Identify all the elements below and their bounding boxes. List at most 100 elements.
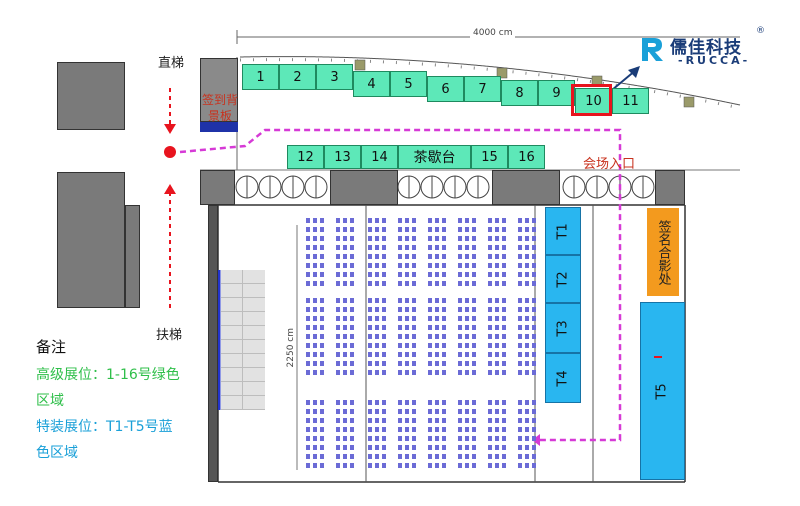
booth-12[interactable]: 12 <box>287 145 324 169</box>
seat <box>472 463 476 468</box>
booth-7[interactable]: 7 <box>464 76 501 102</box>
seat <box>435 245 439 250</box>
seat <box>442 436 446 441</box>
seat <box>502 361 506 366</box>
seat <box>343 236 347 241</box>
special-booth-t3[interactable]: T3 <box>545 303 581 353</box>
seat <box>368 370 372 375</box>
rucca-logo-icon <box>642 38 663 61</box>
booth-2[interactable]: 2 <box>279 64 316 90</box>
seat <box>502 370 506 375</box>
seat <box>350 218 354 223</box>
seat <box>313 307 317 312</box>
seat <box>375 427 379 432</box>
seat <box>313 454 317 459</box>
seat <box>368 409 372 414</box>
booth-14[interactable]: 14 <box>361 145 398 169</box>
booth-16[interactable]: 16 <box>508 145 545 169</box>
seat <box>306 325 310 330</box>
seat <box>532 307 536 312</box>
seat <box>465 307 469 312</box>
seat <box>442 400 446 405</box>
seat <box>518 436 522 441</box>
special-booth-t2[interactable]: T2 <box>545 255 581 303</box>
seat <box>375 307 379 312</box>
seat <box>472 236 476 241</box>
seat <box>405 218 409 223</box>
seat <box>398 463 402 468</box>
booth-5[interactable]: 5 <box>390 71 427 97</box>
seat <box>532 316 536 321</box>
booth-10[interactable]: 10 <box>575 88 612 114</box>
seat <box>405 343 409 348</box>
seat <box>405 427 409 432</box>
booth-8[interactable]: 8 <box>501 80 538 106</box>
booth-15[interactable]: 15 <box>471 145 508 169</box>
seat <box>442 316 446 321</box>
seat <box>336 227 340 232</box>
seat <box>398 334 402 339</box>
seat <box>518 227 522 232</box>
seat <box>495 298 499 303</box>
top-dimension-label: 4000 cm <box>470 28 516 38</box>
seat <box>435 334 439 339</box>
booth-6[interactable]: 6 <box>427 76 464 102</box>
seat <box>488 352 492 357</box>
seat <box>502 298 506 303</box>
seat <box>382 454 386 459</box>
seat <box>442 227 446 232</box>
seat <box>320 272 324 277</box>
sign-board-wall <box>200 58 238 122</box>
seat <box>428 445 432 450</box>
special-booth-t1[interactable]: T1 <box>545 207 581 255</box>
booth-11[interactable]: 11 <box>612 88 649 114</box>
special-booth-t4[interactable]: T4 <box>545 353 581 403</box>
seat <box>458 298 462 303</box>
booth-13[interactable]: 13 <box>324 145 361 169</box>
seat <box>428 307 432 312</box>
seat <box>412 281 416 286</box>
seat <box>532 400 536 405</box>
seat <box>518 236 522 241</box>
seat <box>518 343 522 348</box>
seat <box>405 298 409 303</box>
seat <box>336 236 340 241</box>
seat <box>412 352 416 357</box>
seat <box>435 445 439 450</box>
seat <box>320 409 324 414</box>
seat <box>525 409 529 414</box>
seat <box>398 418 402 423</box>
tea-break-counter[interactable]: 茶歇台 <box>398 145 471 169</box>
pillar <box>492 170 560 205</box>
seat <box>375 236 379 241</box>
seat <box>495 325 499 330</box>
booth-1[interactable]: 1 <box>242 64 279 90</box>
special-booth-t5[interactable]: T5 <box>640 302 685 480</box>
seat <box>350 325 354 330</box>
booth-4[interactable]: 4 <box>353 71 390 97</box>
seat <box>343 418 347 423</box>
seat <box>502 227 506 232</box>
seat <box>458 361 462 366</box>
seat <box>412 361 416 366</box>
sign-board-label: 签到背景板 <box>201 93 238 123</box>
seat <box>488 245 492 250</box>
booth-9[interactable]: 9 <box>538 80 575 106</box>
booth-3[interactable]: 3 <box>316 64 353 90</box>
seat <box>350 307 354 312</box>
seat <box>343 427 347 432</box>
seat <box>488 463 492 468</box>
seat <box>313 245 317 250</box>
seat <box>458 281 462 286</box>
seat <box>442 236 446 241</box>
seat <box>375 352 379 357</box>
side-dimension-label: 2250 cm <box>286 328 296 368</box>
seat <box>336 254 340 259</box>
seat <box>405 325 409 330</box>
seat <box>435 370 439 375</box>
seat <box>458 218 462 223</box>
photo-signing-area[interactable]: 签名合影处 <box>647 208 679 296</box>
seat <box>532 272 536 277</box>
seat <box>382 218 386 223</box>
seat <box>495 272 499 277</box>
